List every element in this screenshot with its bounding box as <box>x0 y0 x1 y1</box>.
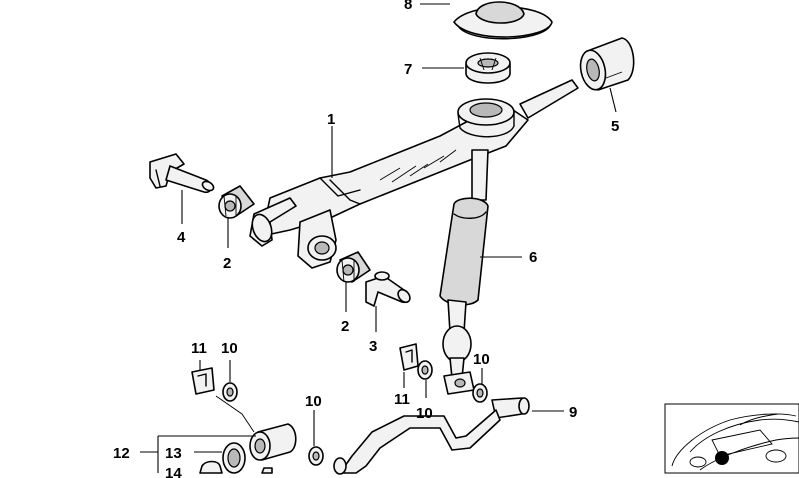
leader-lines <box>140 3 617 473</box>
part-10-washer-c[interactable] <box>222 382 238 402</box>
callout-12: 12 <box>113 445 130 462</box>
callout-11-right: 11 <box>394 391 410 408</box>
part-6-shift-rod[interactable] <box>439 149 489 395</box>
car-location-inset[interactable] <box>664 403 799 474</box>
part-14-cap[interactable] <box>199 460 273 474</box>
part-9-linkage-rod[interactable] <box>333 397 530 475</box>
callout-10-bottom: 10 <box>305 393 322 410</box>
callout-6: 6 <box>529 249 537 266</box>
location-marker-icon <box>715 451 729 465</box>
callout-1: 1 <box>327 111 335 128</box>
part-10-washer-b[interactable] <box>472 383 488 403</box>
part-13-bearing-sleeve[interactable] <box>249 423 297 461</box>
callout-8: 8 <box>404 0 412 13</box>
callout-2-upper: 2 <box>223 255 231 272</box>
callout-11-left: 11 <box>191 340 207 357</box>
callout-10-right: 10 <box>473 351 490 368</box>
part-2-bushing-lower[interactable] <box>336 251 371 283</box>
part-13-ring[interactable] <box>222 442 246 474</box>
part-7-bearing-ring[interactable] <box>465 52 511 84</box>
part-10-washer-a[interactable] <box>417 360 433 380</box>
callout-5: 5 <box>611 118 619 135</box>
callout-3: 3 <box>369 338 377 355</box>
part-2-bushing-upper[interactable] <box>218 185 255 219</box>
part-10-washer-d[interactable] <box>308 446 324 466</box>
callout-10-mid: 10 <box>416 405 433 422</box>
part-8-boot[interactable] <box>453 1 553 40</box>
callout-10-left: 10 <box>221 340 238 357</box>
callout-14: 14 <box>165 465 182 478</box>
part-11-clip-right[interactable] <box>399 343 419 371</box>
part-3-pin[interactable] <box>365 271 412 307</box>
callout-4: 4 <box>177 229 186 246</box>
callout-2-lower: 2 <box>341 318 349 335</box>
callout-7: 7 <box>404 61 412 78</box>
callout-9: 9 <box>569 404 577 421</box>
part-4-pin[interactable] <box>149 153 215 194</box>
callout-13: 13 <box>165 445 182 462</box>
part-11-clip-left[interactable] <box>191 367 215 395</box>
part-1-selector-arm[interactable] <box>249 79 579 269</box>
callout-labels: 8 7 5 1 4 2 6 2 3 11 10 10 11 10 10 9 12… <box>113 0 619 478</box>
part-5-bush[interactable] <box>577 37 635 92</box>
